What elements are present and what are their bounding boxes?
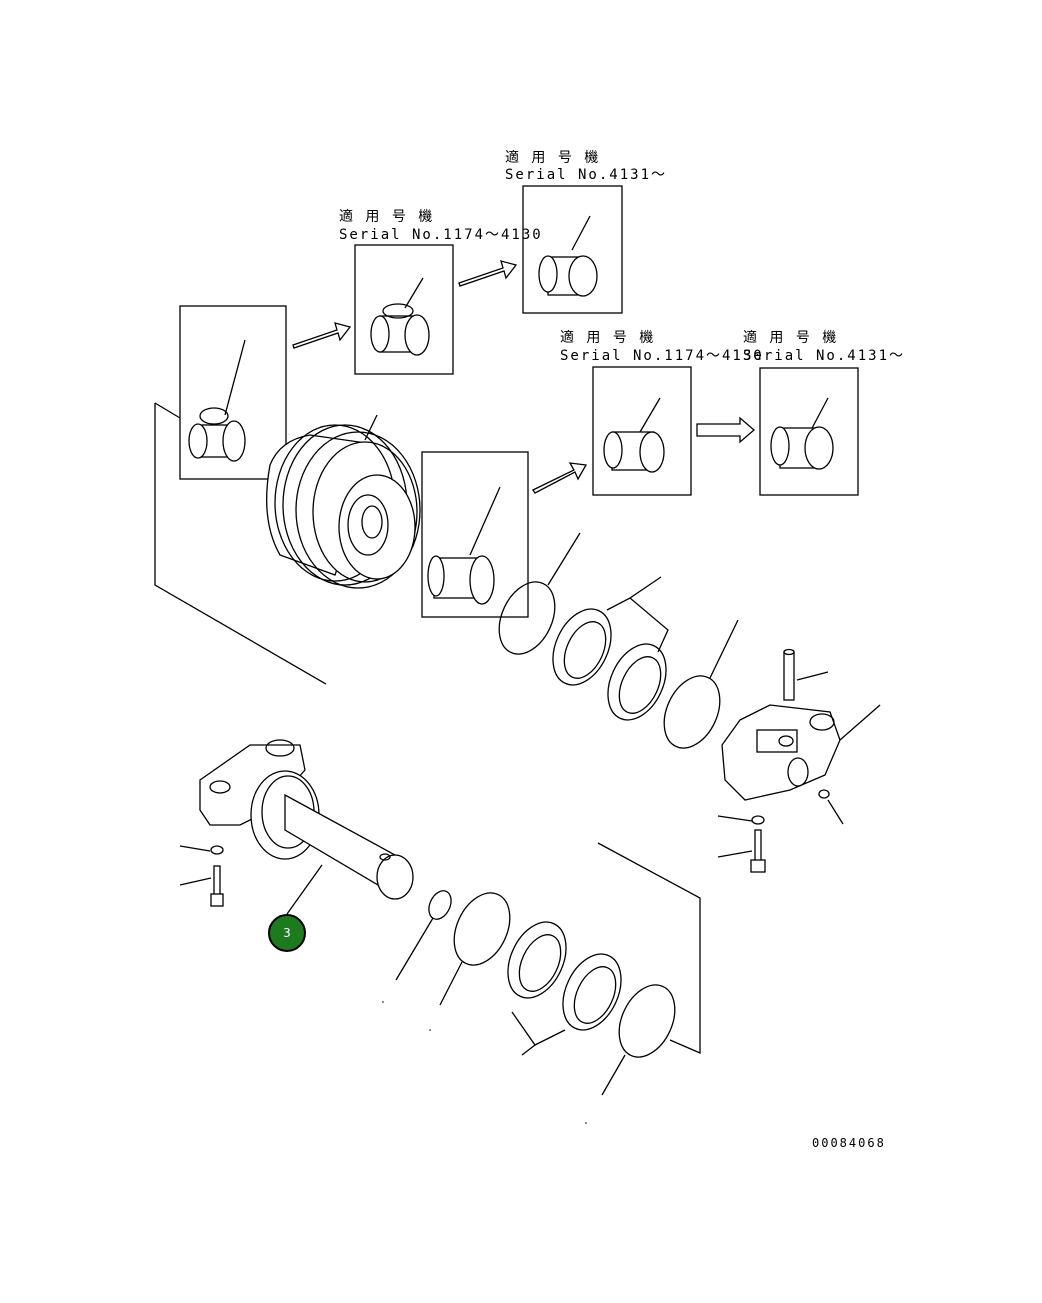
callout-3[interactable]: 3 <box>268 914 306 952</box>
washer-right-small <box>818 789 844 825</box>
floating-seal-upper <box>552 576 669 721</box>
arrow-right-3 <box>532 462 588 494</box>
o-ring-upper-2 <box>663 619 739 749</box>
serial-label-top-mid: Serial No.1174～4130 <box>339 227 543 243</box>
floating-seal-lower <box>507 921 622 1056</box>
arrow-right-1 <box>292 322 352 349</box>
applicable-model-label-top-right: 適 用 号 機 <box>505 150 601 166</box>
track-roller-body <box>154 402 421 685</box>
bushing-box-serial-1174-4130-mid <box>592 366 692 496</box>
bolt-left <box>179 845 224 907</box>
arrow-right-2 <box>458 260 518 287</box>
serial-label-top-right: Serial No.4131～ <box>505 167 668 183</box>
serial-label-mid-right: Serial No.4131～ <box>743 348 906 364</box>
bushing-box-serial-4131-mid <box>759 367 859 496</box>
bushing-box-original <box>179 305 287 480</box>
bushing-box-serial-1174-4130-top <box>354 244 454 375</box>
collar-right <box>721 704 881 801</box>
bolt-right <box>717 815 766 873</box>
bushing-box-mid-left <box>421 451 529 618</box>
plug <box>395 890 452 981</box>
applicable-model-label-mid-left: 適 用 号 機 <box>560 330 656 346</box>
pin <box>783 648 829 701</box>
o-ring-lower-2 <box>601 984 676 1096</box>
group-bracket-lower <box>597 842 701 1054</box>
applicable-model-label-top-mid: 適 用 号 機 <box>339 209 435 225</box>
arrow-right-4 <box>696 416 755 444</box>
applicable-model-label-mid-right: 適 用 号 機 <box>743 330 839 346</box>
o-ring-upper-1 <box>498 532 581 655</box>
bushing-box-serial-4131-top <box>522 185 623 314</box>
o-ring-lower-1 <box>439 892 511 1006</box>
serial-label-mid-left: Serial No.1174～4130 <box>560 348 764 364</box>
shaft <box>250 770 414 915</box>
drawing-number: 00084068 <box>812 1136 886 1150</box>
